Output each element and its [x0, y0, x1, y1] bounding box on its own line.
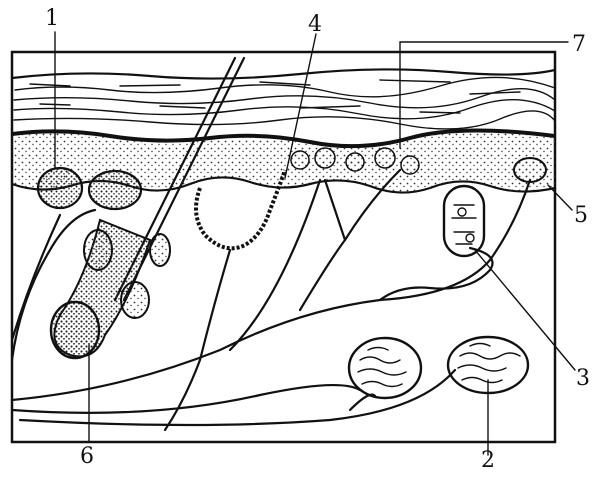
label-7: 7 [572, 34, 586, 56]
label-2: 2 [481, 450, 495, 472]
tactile-corpuscle [444, 186, 484, 256]
free-nerve-ending [514, 158, 546, 182]
label-4: 4 [308, 14, 322, 36]
label-3: 3 [576, 368, 590, 390]
label-1: 1 [45, 8, 59, 30]
label-6: 6 [80, 446, 94, 468]
label-5: 5 [574, 205, 588, 227]
